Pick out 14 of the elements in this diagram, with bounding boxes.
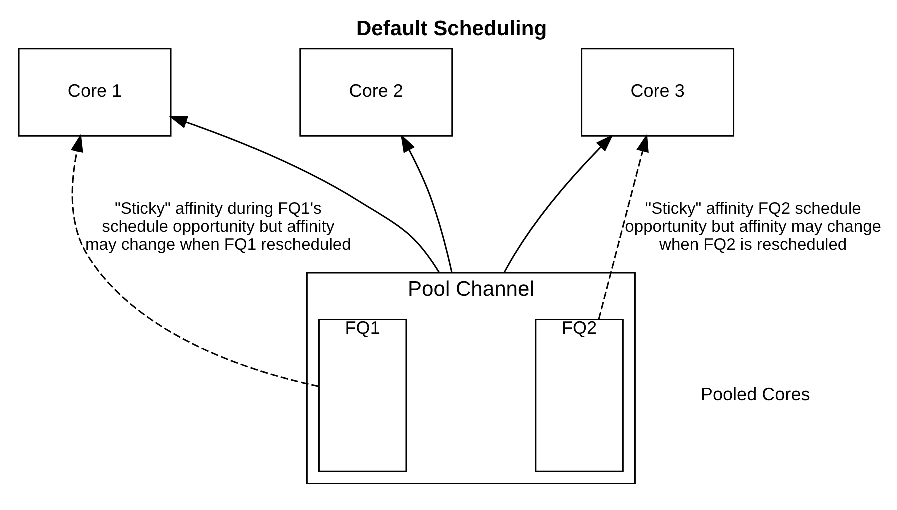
node-box: FQ2 [534, 318, 624, 472]
edge-label: "Sticky" affinity during FQ1's schedule opportunity but affinity may change when FQ1 rescheduled [84, 199, 351, 254]
node-box: FQ1 [318, 318, 407, 472]
arrow [503, 134, 614, 274]
edge-label: ''Sticky" affinity FQ2 schedule opportunity but affinity may change when FQ2 is rescheduled [624, 199, 882, 254]
node-box: Core 3 [580, 48, 734, 137]
arrow [70, 134, 319, 388]
diagram-title: Default Scheduling [356, 18, 547, 41]
node-box: Core 2 [299, 48, 453, 137]
arrow [598, 134, 648, 320]
label: Pooled Cores [700, 384, 810, 404]
node-box: Core 1 [18, 48, 172, 137]
arrow [168, 116, 440, 274]
arrow [400, 134, 452, 274]
